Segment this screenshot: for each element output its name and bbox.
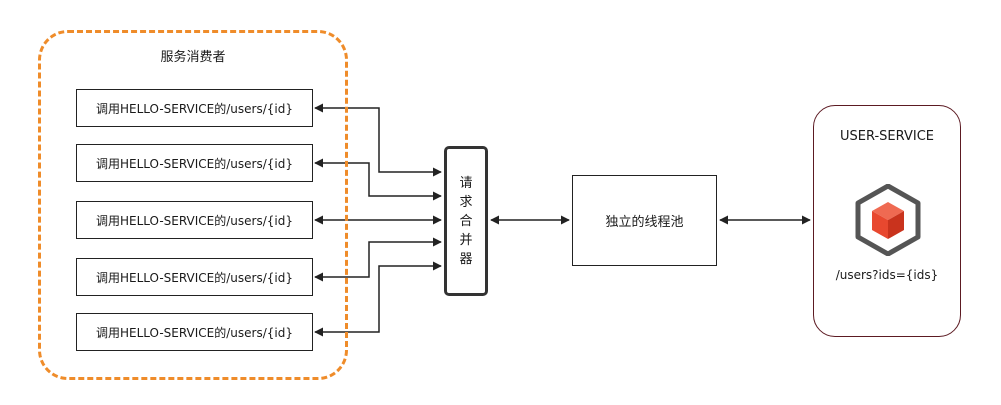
thread-pool: 独立的线程池 <box>572 175 717 266</box>
merger-char-1: 请 <box>459 175 473 191</box>
merger-char-5: 器 <box>459 251 473 267</box>
call-box-3: 调用HELLO-SERVICE的/users/{id} <box>76 201 313 239</box>
merger-char-4: 并 <box>459 232 473 248</box>
call-box-5: 调用HELLO-SERVICE的/users/{id} <box>76 313 313 351</box>
service-endpoint: /users?ids={ids} <box>835 268 939 282</box>
user-service: USER-SERVICE /users?ids={ids} <box>813 105 961 337</box>
consumer-title: 服务消费者 <box>160 50 226 65</box>
cube-icon <box>855 184 921 256</box>
call-box-4: 调用HELLO-SERVICE的/users/{id} <box>76 258 313 296</box>
request-merger: 请 求 合 并 器 <box>444 146 488 296</box>
call-box-2: 调用HELLO-SERVICE的/users/{id} <box>76 144 313 182</box>
merger-char-3: 合 <box>459 213 473 229</box>
service-title: USER-SERVICE <box>840 129 934 144</box>
edge-call-2-merger <box>314 158 442 201</box>
call-box-1: 调用HELLO-SERVICE的/users/{id} <box>76 89 313 127</box>
merger-char-2: 求 <box>459 194 473 210</box>
consumer-group: 服务消费者 <box>38 30 348 380</box>
